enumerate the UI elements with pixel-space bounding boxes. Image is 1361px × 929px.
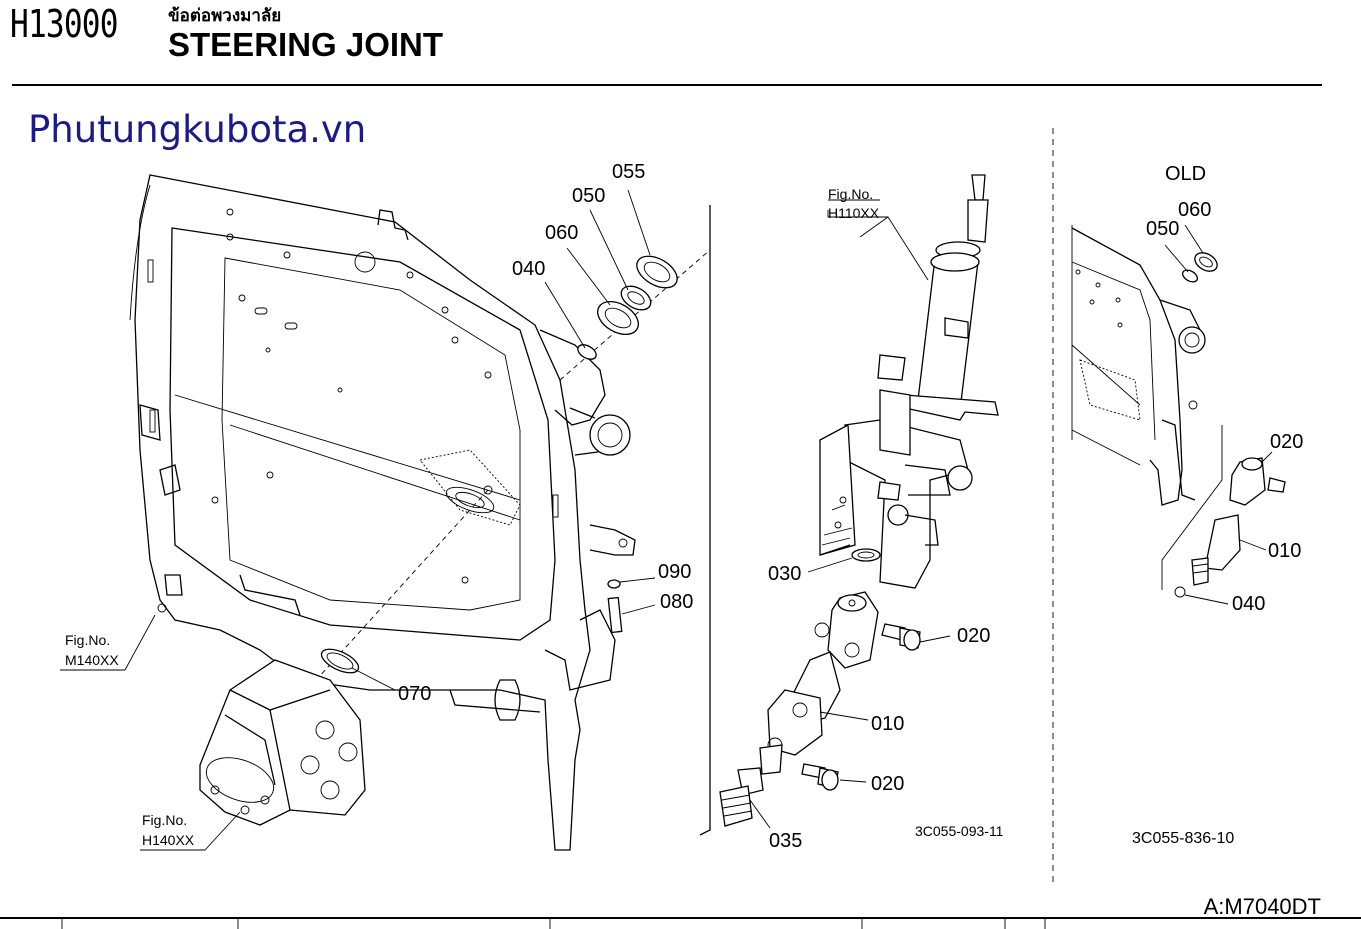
- thai-title: ข้อต่อพวงมาลัย: [168, 6, 282, 26]
- label-060: 060: [545, 222, 578, 244]
- figref-m140-line2: M140XX: [65, 652, 119, 668]
- model-code: A:M7040DT: [1203, 894, 1321, 919]
- figref-m140-line1: Fig.No.: [65, 632, 110, 648]
- steering-column-diagram: [819, 174, 999, 589]
- label-old-050: 050: [1146, 218, 1179, 240]
- label-010: 010: [871, 713, 904, 735]
- chassis-frame-diagram: [134, 174, 711, 851]
- label-old-060: 060: [1178, 199, 1211, 221]
- figref-h140-line1: Fig.No.: [142, 812, 187, 828]
- universal-joint-diagram: [719, 591, 921, 827]
- header-rule: [12, 84, 1322, 86]
- figref-h110-line2: H110XX: [828, 205, 880, 221]
- label-old: OLD: [1165, 163, 1206, 185]
- figref-h110-line1: Fig.No.: [828, 186, 873, 202]
- label-035: 035: [769, 830, 802, 852]
- figref-h140-line2: H140XX: [142, 832, 195, 848]
- label-020-upper: 020: [957, 625, 990, 647]
- label-070: 070: [398, 683, 431, 705]
- old-variant-diagram: [1071, 225, 1286, 598]
- label-055: 055: [612, 161, 645, 183]
- hydraulic-unit-diagram: [199, 659, 366, 826]
- drawing-code-old: 3C055-836-10: [1132, 830, 1234, 847]
- label-020-lower: 020: [871, 773, 904, 795]
- label-050: 050: [572, 185, 605, 207]
- label-080: 080: [660, 591, 693, 613]
- label-040: 040: [512, 258, 545, 280]
- label-090: 090: [658, 561, 691, 583]
- drawing-code-main: 3C055-093-11: [915, 823, 1004, 839]
- footer-rule: [0, 917, 1361, 919]
- page-title: STEERING JOINT: [168, 26, 444, 63]
- label-old-020: 020: [1270, 431, 1303, 453]
- watermark: Phutungkubota.vn: [28, 108, 367, 151]
- label-030: 030: [768, 563, 801, 585]
- label-old-010: 010: [1268, 540, 1301, 562]
- section-code: H13000: [10, 2, 118, 46]
- label-old-040: 040: [1232, 593, 1265, 615]
